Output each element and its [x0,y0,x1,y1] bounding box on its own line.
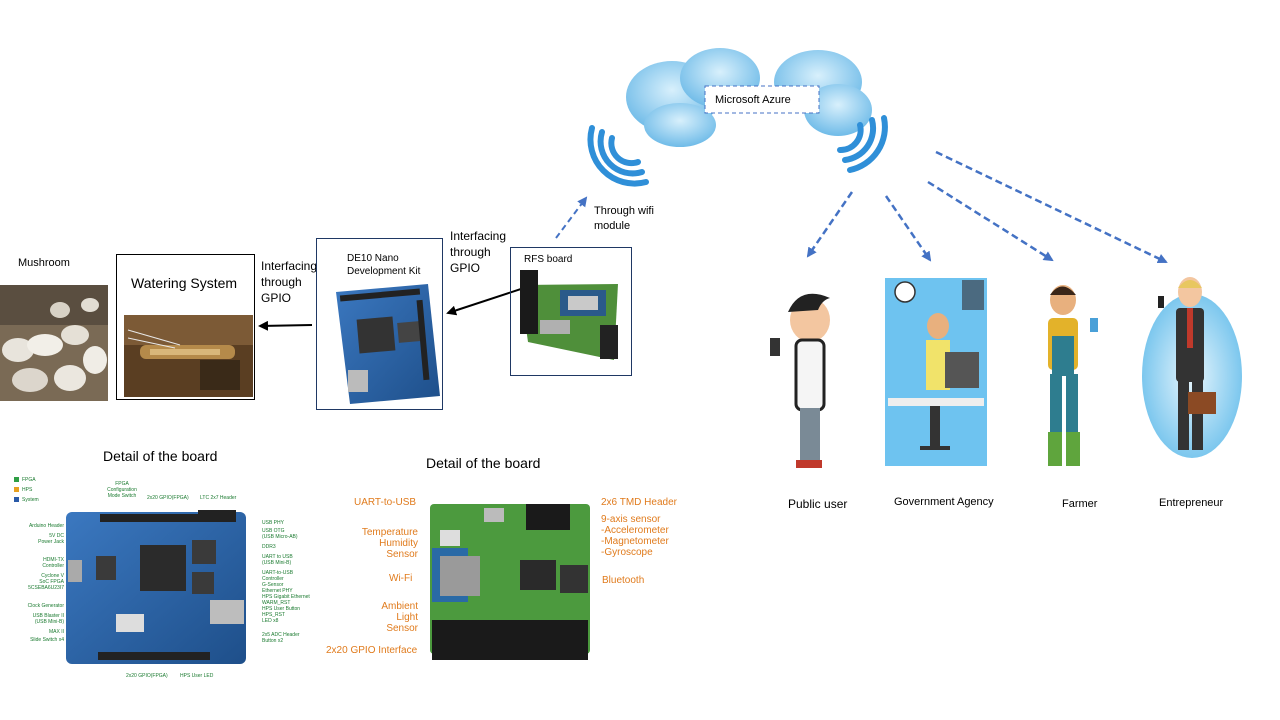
legend-system: System [22,497,39,503]
de10-box: DE10 Nano Development Kit [316,238,443,410]
rfs-callout-gpio: 2x20 GPIO Interface [326,645,418,656]
interfacing-gpio-label-2: Interfacing through GPIO [450,229,507,275]
de10-callout-bottom-gpio: 2x20 GPIO(FPGA) [126,673,168,679]
user-label-entrepreneur: Entrepreneur [1159,497,1224,509]
mushroom-label: Mushroom [18,257,70,269]
rfs-callout-ambient: Ambient Light Sensor [381,601,418,634]
arrow-to-entrepreneur [935,150,1168,264]
legend-fpga: FPGA [22,477,36,483]
de10-board-image [336,284,440,404]
rfs-callout-9axis: 9-axis sensor -Accelerometer -Magnetomet… [601,514,669,558]
de10-detail-board-image [14,477,246,664]
user-label-public: Public user [788,497,848,511]
wifi-signal-right-icon [837,115,888,173]
farmer-figure [1048,285,1098,466]
arrow-de10-to-watering [258,320,313,331]
legend-hps: HPS [22,487,33,493]
arrow-to-government-agency [884,195,932,262]
de10-callout-bottom-led: HPS User LED [180,673,214,679]
de10-callouts-right: USB PHY USB OTG (USB Micro-AB) DDR3 UART… [262,520,310,644]
detail-left-title: Detail of the board [103,448,218,464]
de10-callout-top-fpga: FPGA Configuration Mode Switch [107,481,137,499]
arrow-to-public-user [806,191,854,258]
wifi-signal-left-icon [587,125,649,187]
watering-system-box: Watering System [116,254,255,400]
de10-callout-top-gpio: 2x20 GPIO(FPGA) [147,495,189,501]
rfs-callout-wifi: Wi-Fi [389,573,413,584]
rfs-callout-tmd: 2x6 TMD Header [601,497,677,508]
entrepreneur-figure [1142,277,1242,458]
user-label-farmer: Farmer [1062,498,1098,510]
rfs-box: RFS board [510,247,632,376]
public-user-figure [770,293,830,468]
cloud-icon [626,48,872,147]
arrow-to-farmer [927,180,1054,262]
through-wifi-label: Through wifi module [594,205,654,232]
cloud-label: Microsoft Azure [715,94,791,106]
user-label-government: Government Agency [894,496,994,508]
interfacing-gpio-label-1: Interfacing through GPIO [261,259,318,305]
de10-callouts-left-1: Arduino Header 5V DC Power Jack HDMI-TX … [27,523,64,643]
detail-right-title: Detail of the board [426,455,541,471]
rfs-board-image [520,270,618,360]
rfs-callout-bluetooth: Bluetooth [602,575,645,586]
watering-system-label: Watering System [131,275,238,291]
rfs-callout-temperature: Temperature Humidity Sensor [361,527,418,560]
government-agency-image [885,278,987,466]
rfs-detail-board-image [430,504,590,660]
arrow-de10-rfs [446,283,532,316]
de10-label: DE10 Nano Development Kit [347,253,421,277]
arrow-rfs-to-cloud [555,196,588,239]
rfs-label: RFS board [524,254,573,265]
rfs-callout-uart: UART-to-USB [354,497,417,508]
de10-callout-top-ltc: LTC 2x7 Header [200,495,237,501]
mushroom-image [0,285,108,401]
